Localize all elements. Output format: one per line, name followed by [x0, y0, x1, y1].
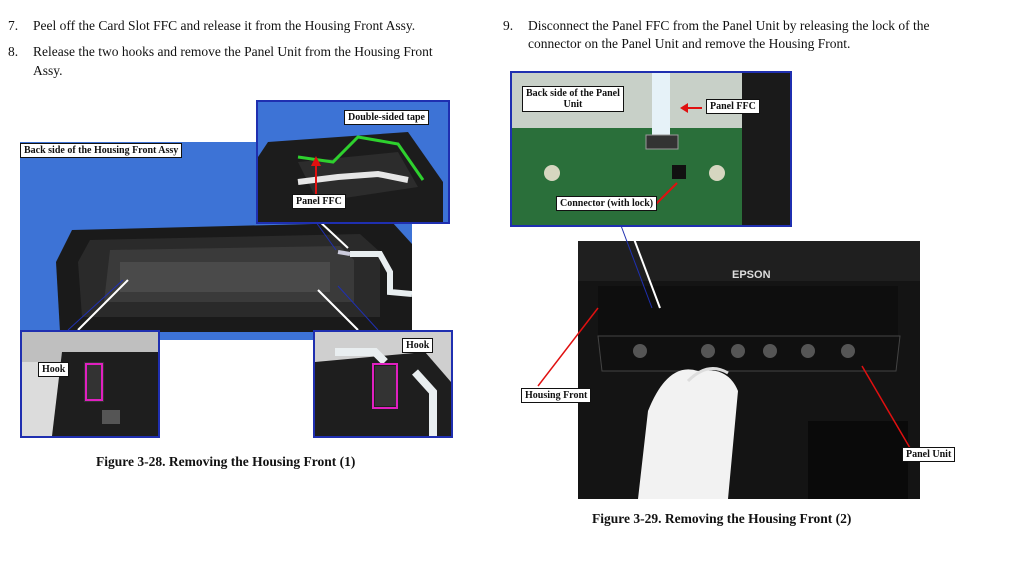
inset-hook-right-drawing [315, 332, 451, 436]
figure-caption: Figure 3-28. Removing the Housing Front … [96, 454, 356, 469]
step-text: Assy. [33, 63, 63, 78]
label-line: Back side of the Panel [526, 88, 620, 99]
label-hook-left: Hook [38, 362, 70, 377]
step-number: 8. [8, 44, 19, 59]
label-double-sided-tape: Double-sided tape [344, 110, 429, 125]
figure-3-28: Back side of the Housing Front Assy Doub… [18, 100, 454, 469]
label-panel-ffc: Panel FFC [292, 194, 346, 209]
inset-hook-right [313, 330, 453, 438]
panel-buttons [633, 344, 855, 358]
label-connector-with-lock: Connector (with lock) [556, 196, 658, 211]
label-back-side-panel-unit: Back side of the Panel Unit [522, 86, 624, 112]
step-number: 9. [503, 18, 514, 33]
brand-logo: EPSON [732, 269, 771, 281]
figure-3-29: EPSON Back side of the Panel Unit Panel … [510, 68, 980, 538]
inset-hook-left-drawing [22, 332, 158, 436]
step-text: Peel off the Card Slot FFC and release i… [33, 18, 416, 33]
step-7: 7. Peel off the Card Slot FFC and releas… [8, 17, 478, 35]
label-line: Unit [563, 99, 583, 110]
figure-caption: Figure 3-29. Removing the Housing Front … [592, 511, 852, 526]
step-text: Disconnect the Panel FFC from the Panel … [528, 18, 930, 33]
step-text: connector on the Panel Unit and remove t… [528, 36, 851, 51]
inset-hook-left [20, 330, 160, 438]
label-hook-right: Hook [402, 338, 434, 353]
label-panel-unit: Panel Unit [902, 447, 956, 462]
step-text: Release the two hooks and remove the Pan… [33, 44, 433, 59]
label-panel-ffc: Panel FFC [706, 99, 760, 114]
printer-drawing [578, 241, 920, 499]
label-housing-front: Housing Front [521, 388, 592, 403]
step-number: 7. [8, 18, 19, 33]
label-back-side-housing: Back side of the Housing Front Assy [20, 143, 183, 158]
step-9: 9. Disconnect the Panel FFC from the Pan… [503, 17, 1003, 53]
step-8: 8. Release the two hooks and remove the … [8, 43, 478, 79]
